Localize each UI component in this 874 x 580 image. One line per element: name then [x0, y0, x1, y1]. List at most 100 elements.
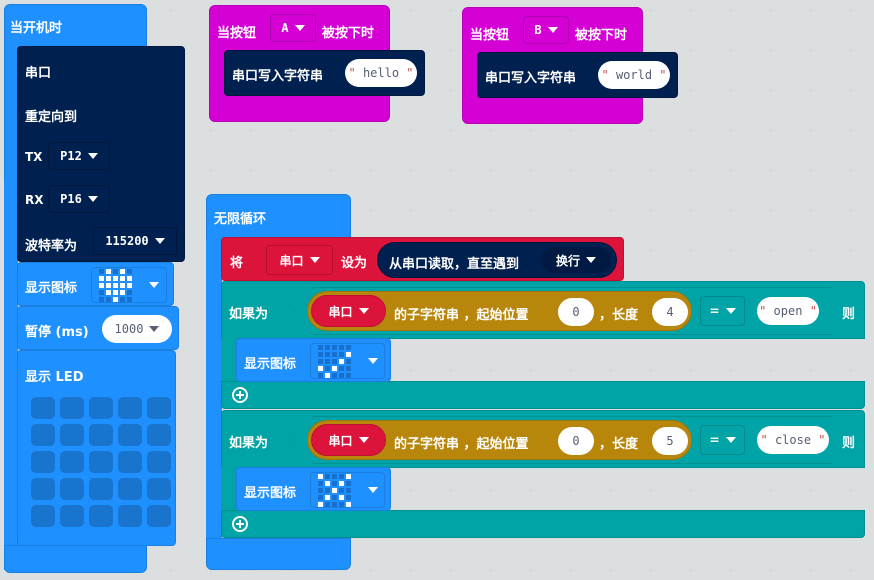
if-block[interactable]: 如果为 串口 的子字符串 ，起始位置 0 ，长度 4 = " open " 则: [221, 281, 865, 339]
led-cell[interactable]: [89, 478, 113, 500]
rx-pin-dropdown[interactable]: P16: [48, 185, 110, 213]
led-cell[interactable]: [118, 424, 142, 446]
serial-read-until-block[interactable]: 从串口读取，直至遇到 换行: [377, 242, 617, 278]
led-cell[interactable]: [60, 451, 84, 473]
grid-cross: [726, 46, 735, 55]
length-input[interactable]: 5: [652, 427, 688, 455]
grid-cross: [726, 6, 735, 15]
led-cell[interactable]: [147, 478, 171, 500]
start-input[interactable]: 0: [558, 427, 594, 455]
grid-cross: [526, 366, 535, 375]
led-cell[interactable]: [147, 451, 171, 473]
show-icon-block[interactable]: 显示图标: [236, 467, 391, 511]
grid-cross: [366, 206, 375, 215]
compare-string-input[interactable]: " close ": [757, 426, 829, 454]
led-cell[interactable]: [118, 451, 142, 473]
compare-string-input[interactable]: " open ": [757, 297, 819, 325]
serial-read-label: 从串口读取，直至遇到: [389, 257, 520, 272]
operator-dropdown[interactable]: =: [700, 425, 745, 455]
grid-cross: [446, 126, 455, 135]
led-cell[interactable]: [147, 397, 171, 419]
led-matrix[interactable]: [31, 397, 176, 527]
led-cell[interactable]: [147, 424, 171, 446]
if-label: 如果为: [229, 436, 269, 451]
length-input[interactable]: 4: [652, 298, 688, 326]
show-leds-block[interactable]: 显示 LED: [17, 350, 176, 546]
led-cell[interactable]: [89, 451, 113, 473]
baud-rate-dropdown[interactable]: 115200: [93, 227, 177, 255]
led-cell[interactable]: [60, 397, 84, 419]
button-b-dropdown[interactable]: B: [523, 16, 569, 44]
serial-write-string-block[interactable]: 串口写入字符串 " hello ": [224, 50, 425, 96]
led-cell[interactable]: [31, 505, 55, 527]
grid-cross: [446, 166, 455, 175]
variable-dropdown[interactable]: 串口: [266, 245, 333, 275]
grid-cross: [526, 206, 535, 215]
grid-cross: [606, 206, 615, 215]
grid-cross: [446, 366, 455, 375]
operator-dropdown[interactable]: =: [700, 296, 745, 326]
button-a-dropdown[interactable]: A: [270, 14, 316, 42]
on-button-a-block[interactable]: 当按钮 A 被按下时 串口写入字符串 " hello ": [209, 5, 425, 122]
led-cell[interactable]: [89, 505, 113, 527]
led-cell[interactable]: [60, 505, 84, 527]
led-cell[interactable]: [118, 505, 142, 527]
delimiter-dropdown[interactable]: 换行: [541, 247, 611, 273]
tx-pin-dropdown[interactable]: P12: [48, 142, 110, 170]
variable-reporter[interactable]: 串口: [311, 295, 386, 327]
serial-redirect-block[interactable]: 串口 重定向到 TX P12 RX P16 波特率为 115200: [17, 46, 185, 262]
grid-cross: [566, 486, 575, 495]
grid-cross: [486, 366, 495, 375]
tx-label: TX: [25, 150, 43, 164]
chevron-down-icon: [725, 308, 736, 314]
show-icon-block[interactable]: 显示图标: [236, 338, 391, 382]
set-variable-block[interactable]: 将 串口 设为 从串口读取，直至遇到 换行: [221, 237, 624, 281]
led-cell[interactable]: [31, 478, 55, 500]
button-b-prefix: 当按钮: [470, 28, 510, 43]
led-cell[interactable]: [31, 451, 55, 473]
pause-duration-dropdown[interactable]: 1000: [102, 315, 172, 343]
led-cell[interactable]: [31, 424, 55, 446]
grid-cross: [686, 206, 695, 215]
on-button-b-block[interactable]: 当按钮 B 被按下时 串口写入字符串 " world ": [462, 7, 678, 124]
if-block[interactable]: 如果为 串口 的子字符串 ，起始位置 0 ，长度 5 = " close " 则: [221, 410, 865, 468]
icon-picker-dropdown[interactable]: [310, 343, 385, 379]
show-icon-block[interactable]: 显示图标: [17, 262, 174, 306]
grid-cross: [646, 486, 655, 495]
led-cell[interactable]: [89, 424, 113, 446]
led-cell[interactable]: [89, 397, 113, 419]
serial-write-label: 串口写入字符串: [232, 69, 324, 84]
variable-reporter[interactable]: 串口: [311, 424, 386, 456]
substring-block[interactable]: 串口 的子字符串 ，起始位置 0 ，长度 4: [307, 291, 692, 331]
grid-cross: [526, 566, 535, 575]
grid-cross: [526, 166, 535, 175]
grid-cross: [846, 246, 855, 255]
string-input-world[interactable]: " world ": [598, 61, 670, 89]
grid-cross: [486, 126, 495, 135]
grid-cross: [446, 486, 455, 495]
led-cell[interactable]: [60, 424, 84, 446]
add-else-plus-icon[interactable]: [232, 516, 248, 532]
icon-picker-dropdown[interactable]: [310, 472, 385, 508]
add-else-plus-icon[interactable]: [232, 387, 248, 403]
pause-block[interactable]: 暂停 (ms) 1000: [17, 306, 179, 350]
led-cell[interactable]: [147, 505, 171, 527]
chevron-down-icon: [725, 437, 736, 443]
led-cell[interactable]: [60, 478, 84, 500]
icon-picker-dropdown[interactable]: [91, 267, 167, 303]
start-input[interactable]: 0: [558, 298, 594, 326]
chevron-down-icon: [154, 238, 165, 244]
grid-cross: [806, 566, 815, 575]
grid-cross: [606, 166, 615, 175]
grid-cross: [726, 126, 735, 135]
chevron-down-icon: [294, 25, 305, 31]
substring-block[interactable]: 串口 的子字符串 ，起始位置 0 ，长度 5: [307, 420, 692, 460]
led-cell[interactable]: [31, 397, 55, 419]
grid-cross: [566, 206, 575, 215]
led-cell[interactable]: [118, 397, 142, 419]
grid-cross: [686, 366, 695, 375]
string-input-hello[interactable]: " hello ": [345, 59, 417, 87]
serial-write-string-block[interactable]: 串口写入字符串 " world ": [477, 52, 678, 98]
led-cell[interactable]: [118, 478, 142, 500]
grid-cross: [806, 246, 815, 255]
